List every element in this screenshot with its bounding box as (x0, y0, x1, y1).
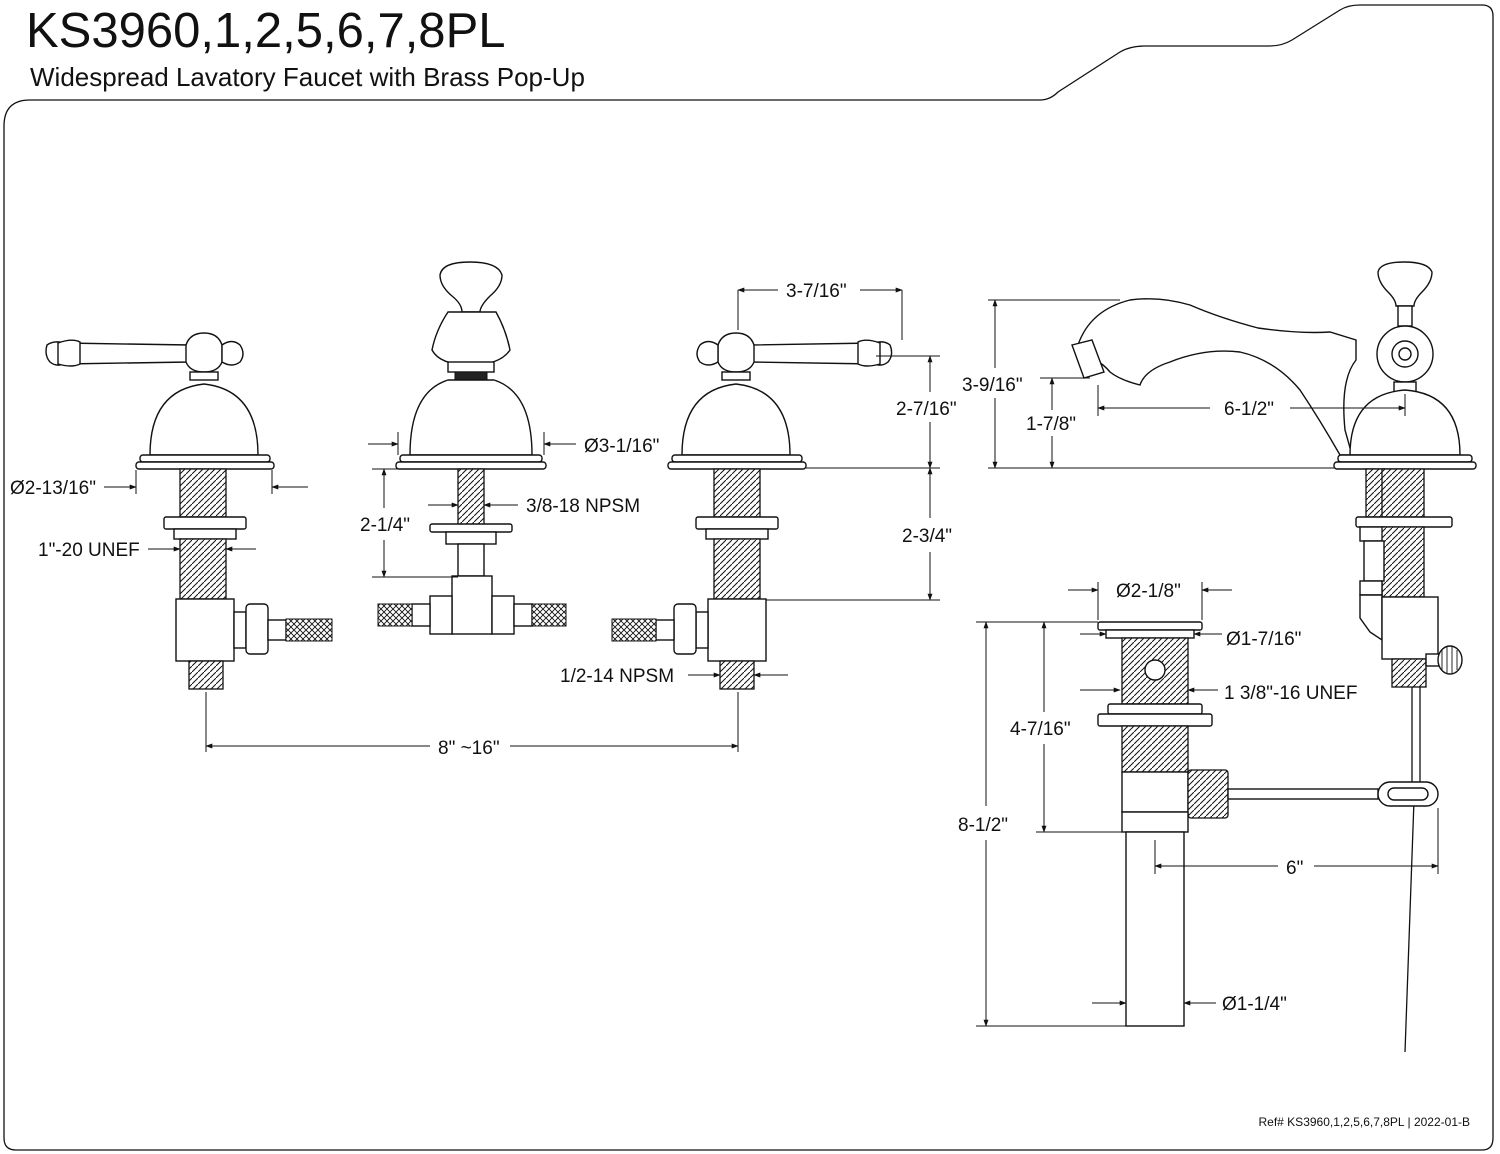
drawing-frame (3, 4, 1494, 1151)
dim-flange-dia-spout: Ø3-1/16" (584, 436, 659, 457)
model-title: KS3960,1,2,5,6,7,8PL (26, 4, 506, 58)
dim-aerator-height: 1-7/8" (1026, 414, 1076, 435)
dim-shank-length-handle: 2-3/4" (902, 526, 952, 547)
dim-lift-rod-reach: 6" (1286, 858, 1303, 879)
right-handle-valve (611, 332, 893, 690)
reference-code: Ref# KS3960,1,2,5,6,7,8PL | 2022-01-B (1259, 1115, 1471, 1129)
dim-flange-dia-left: Ø2-13/16" (10, 478, 96, 499)
spout-front-view (377, 261, 567, 635)
dim-spread: 8" ~16" (438, 738, 500, 759)
dim-shank-thread-handle: 1"-20 UNEF (38, 540, 140, 561)
dim-drain-flange-dia: Ø2-1/8" (1116, 581, 1181, 602)
dim-drain-total-length: 8-1/2" (958, 815, 1008, 836)
dim-spout-reach: 6-1/2" (1224, 399, 1274, 420)
dim-drain-body-length: 4-7/16" (1010, 719, 1071, 740)
dimension-lines (104, 287, 1439, 1027)
dim-handle-width: 3-7/16" (786, 281, 847, 302)
dim-spout-height: 3-9/16" (962, 375, 1023, 396)
left-handle-valve (45, 332, 333, 690)
product-subtitle: Widespread Lavatory Faucet with Brass Po… (30, 62, 585, 92)
dim-tailpiece-dia: Ø1-1/4" (1222, 994, 1287, 1015)
dim-inlet-thread: 1/2-14 NPSM (560, 666, 674, 687)
dim-shank-thread-spout: 3/8-18 NPSM (526, 496, 640, 517)
dim-drain-body-dia: Ø1-7/16" (1226, 629, 1301, 650)
dim-drain-thread: 1 3/8"-16 UNEF (1224, 683, 1357, 704)
dim-shank-length-spout: 2-1/4" (360, 515, 410, 536)
popup-drain (1097, 621, 1439, 1027)
dim-handle-height: 2-7/16" (896, 399, 957, 420)
spout-side-view (1071, 261, 1477, 1053)
